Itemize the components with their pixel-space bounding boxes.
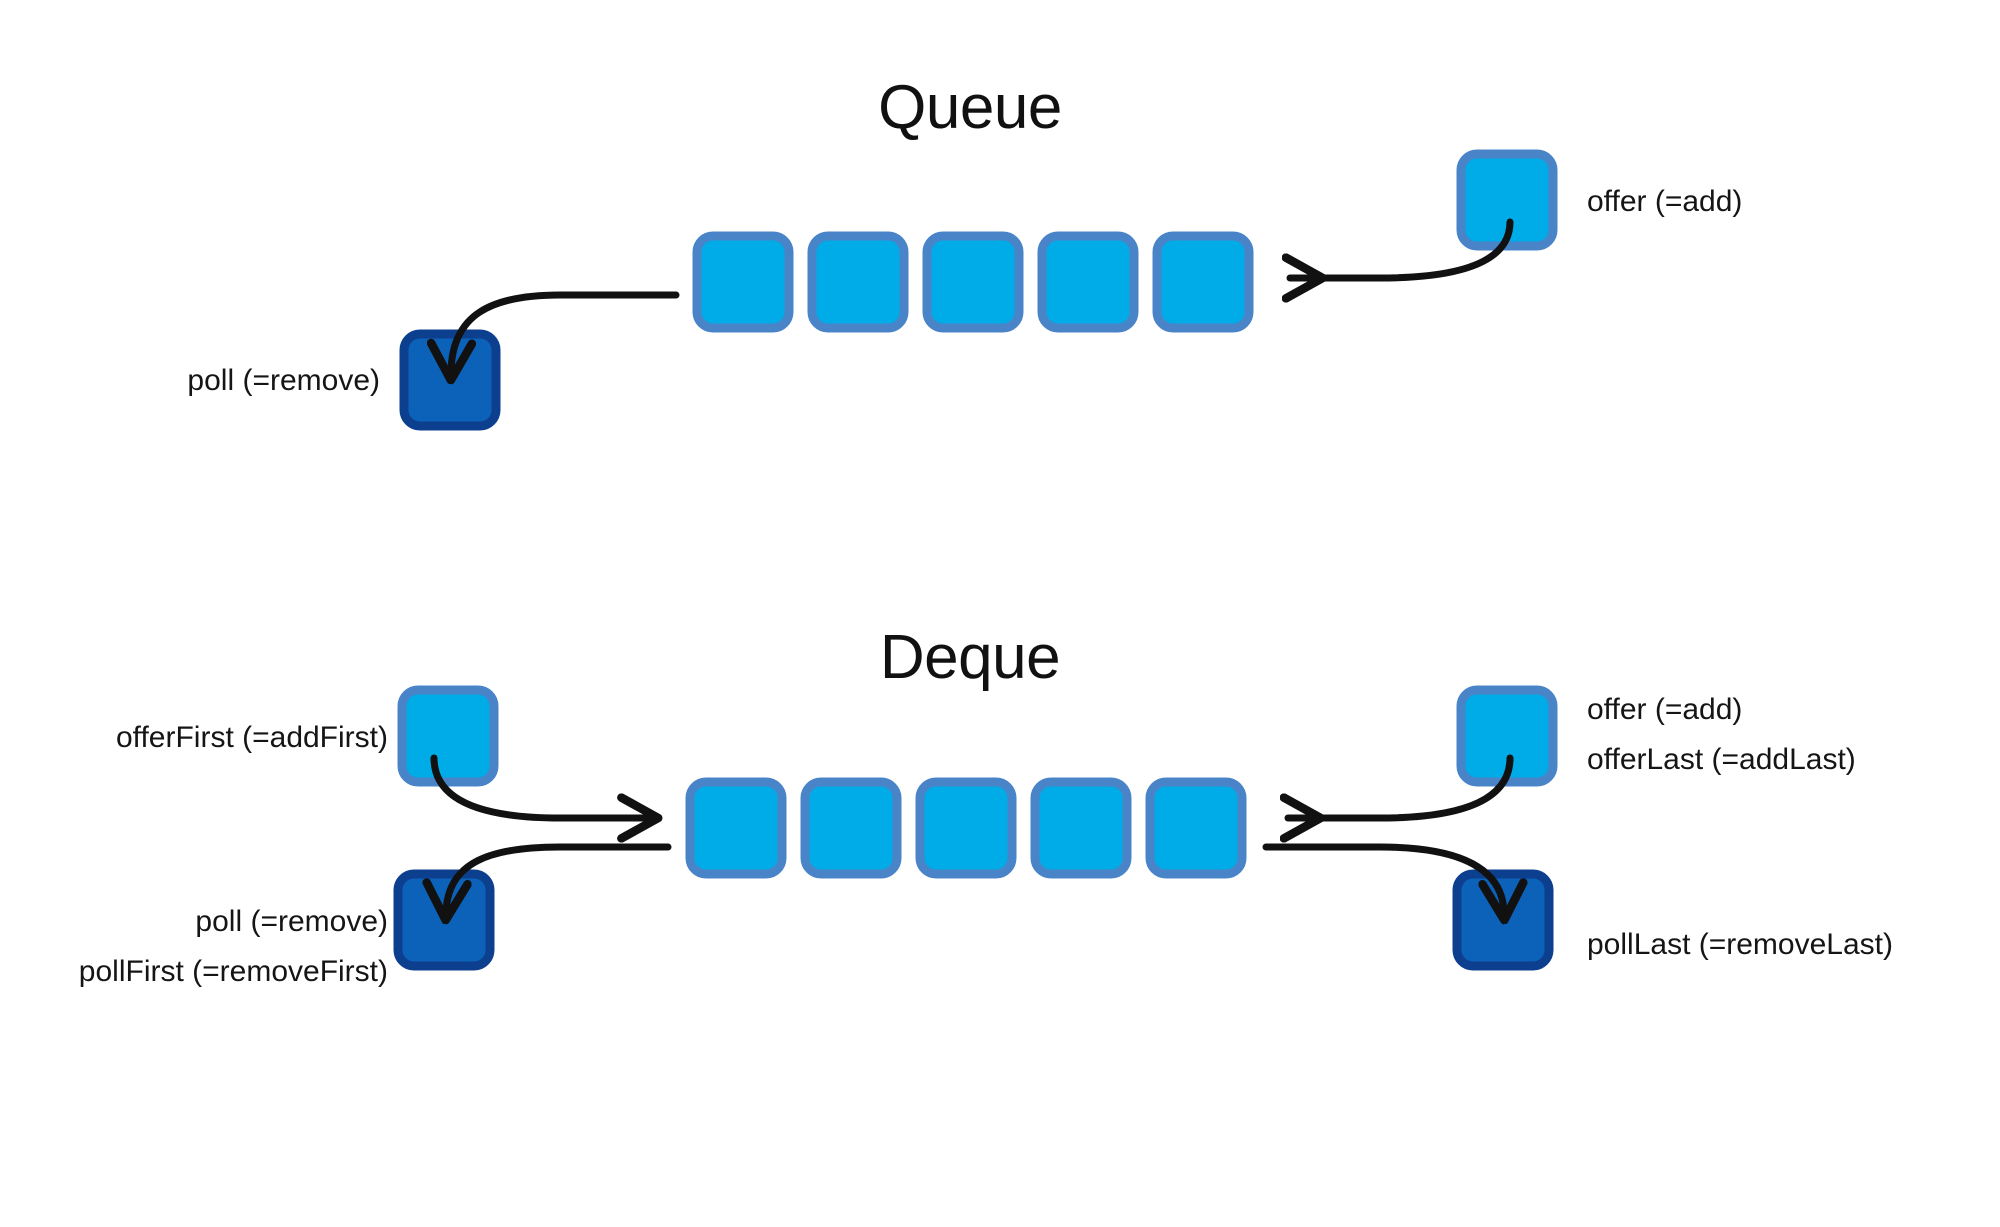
- queue-poll-label: poll (=remove): [187, 364, 380, 397]
- deque-poll-first-label: pollFirst (=removeFirst): [78, 955, 388, 988]
- queue-element-box: [692, 231, 794, 333]
- deque-title: Deque: [879, 623, 1061, 692]
- deque-element-box: [915, 777, 1017, 879]
- queue-offer-arrow: [1290, 218, 1514, 278]
- queue-element-box: [1152, 231, 1254, 333]
- deque-poll-last-arrow: [1262, 843, 1504, 912]
- queue-offer-source-box: [1456, 149, 1558, 251]
- queue-offer-label: offer (=add): [1587, 185, 1743, 218]
- deque-element-box: [685, 777, 787, 879]
- deque-element-box: [1030, 777, 1132, 879]
- deque-poll-first-arrow: [446, 843, 672, 912]
- deque-poll-first-target-box: [393, 869, 495, 971]
- deque-poll-last-target-box: [1452, 869, 1554, 971]
- deque-element-box: [800, 777, 902, 879]
- deque-offer-first-arrow: [430, 754, 650, 818]
- queue-element-box: [807, 231, 909, 333]
- queue-element-box: [1037, 231, 1139, 333]
- queue-elements: [692, 231, 1254, 333]
- queue-element-box: [922, 231, 1024, 333]
- deque-offer-first-label: offerFirst (=addFirst): [115, 721, 388, 754]
- deque-offer-first-source-box: [397, 685, 499, 787]
- deque-poll-label: poll (=remove): [195, 905, 388, 938]
- deque-element-box: [1145, 777, 1247, 879]
- deque-offer-label: offer (=add): [1587, 693, 1743, 726]
- deque-poll-last-label: pollLast (=removeLast): [1587, 928, 1893, 961]
- deque-offer-last-label: offerLast (=addLast): [1587, 743, 1856, 776]
- deque-offer-last-arrow: [1288, 754, 1514, 818]
- queue-poll-target-box: [399, 329, 501, 431]
- queue-poll-arrow: [451, 291, 680, 372]
- deque-elements: [685, 777, 1247, 879]
- queue-title: Queue: [878, 73, 1062, 142]
